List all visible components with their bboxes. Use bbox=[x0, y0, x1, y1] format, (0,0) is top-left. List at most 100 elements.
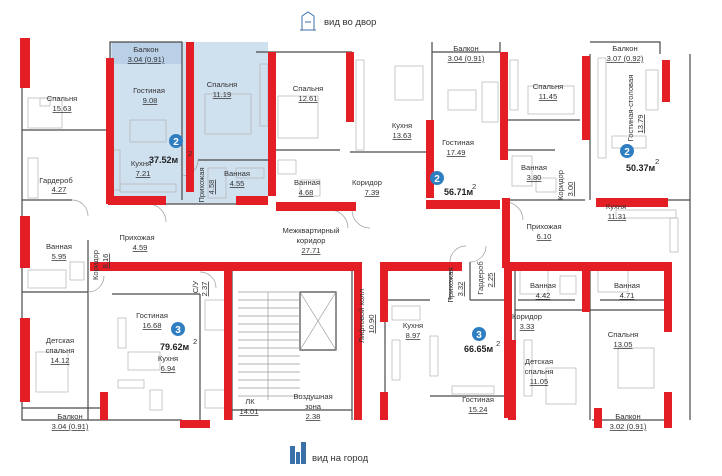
room-area: 10.90 bbox=[367, 314, 376, 333]
room-name: Балкон bbox=[612, 44, 637, 53]
room-name: Кухня bbox=[403, 321, 423, 330]
load-bearing-walls bbox=[20, 38, 672, 428]
room-area: 3.80 bbox=[527, 173, 542, 182]
svg-text:2: 2 bbox=[624, 147, 630, 158]
room-area: 11.05 bbox=[530, 377, 548, 386]
svg-text:2: 2 bbox=[472, 182, 476, 191]
room-name: зона bbox=[305, 402, 322, 411]
unit-badge-1: 2 37.52м 2 bbox=[149, 134, 192, 165]
room-name: Спальня bbox=[608, 330, 639, 339]
room-name: коридор bbox=[297, 236, 326, 245]
room-name: Прихожая bbox=[119, 233, 154, 242]
tower-icon bbox=[300, 11, 316, 31]
room-area: 13.05 bbox=[613, 340, 632, 349]
room-name: Гардероб bbox=[39, 176, 73, 185]
svg-text:50.37м: 50.37м bbox=[626, 163, 656, 173]
room-name: Прихожая bbox=[526, 222, 561, 231]
room-name: Прихожая bbox=[446, 267, 455, 302]
room-area: 4.58 bbox=[207, 180, 216, 195]
room-area: 4.71 bbox=[620, 291, 635, 300]
svg-text:2: 2 bbox=[655, 157, 659, 166]
room-area: 16.68 bbox=[142, 321, 161, 330]
room-name: Спальня bbox=[47, 94, 78, 103]
room-name: Межквартирный bbox=[282, 226, 339, 235]
room-name: Лифтовой холл bbox=[357, 289, 366, 343]
room-area: 6.10 bbox=[537, 232, 552, 241]
room-name: спальня bbox=[525, 367, 554, 376]
room-name: Балкон bbox=[615, 412, 640, 421]
svg-text:2: 2 bbox=[496, 339, 500, 348]
room-name: Ванная bbox=[521, 163, 547, 172]
room-area: 3.04 (0.91) bbox=[52, 422, 89, 431]
room-name: Коридор bbox=[556, 170, 565, 200]
room-area: 12.61 bbox=[298, 94, 317, 103]
room-area: 9.08 bbox=[143, 96, 158, 105]
room-name: Гостиная bbox=[462, 395, 494, 404]
room-area: 14.01 bbox=[239, 407, 258, 416]
room-name: Ванная bbox=[614, 281, 640, 290]
svg-text:3: 3 bbox=[476, 330, 482, 341]
room-name: Спальня bbox=[207, 80, 238, 89]
room-name: Кухня bbox=[158, 354, 178, 363]
city-buildings-icon bbox=[290, 442, 306, 464]
room-area: 27.71 bbox=[301, 246, 320, 255]
vertical-room-labels: Прихожая 4.58 Коридор 3.00 Гостиная-стол… bbox=[91, 75, 645, 343]
room-area: 17.49 bbox=[446, 148, 465, 157]
unit-badge-4: 3 79.62м 2 bbox=[160, 322, 197, 352]
direction-top-label: вид во двор bbox=[324, 17, 376, 28]
svg-text:2: 2 bbox=[173, 137, 179, 148]
room-name: Ванная bbox=[294, 178, 320, 187]
staircase bbox=[238, 291, 300, 400]
room-name: Спальня bbox=[293, 84, 324, 93]
room-name: Кухня bbox=[606, 202, 626, 211]
room-area: 13.79 bbox=[636, 114, 645, 133]
room-area: 11.19 bbox=[213, 90, 231, 99]
unit-badge-5: 3 66.65м 2 bbox=[464, 327, 500, 354]
room-area: 3.04 (0.91) bbox=[128, 55, 165, 64]
room-labels: Спальня 15.63 Гардероб 4.27 Балкон 3.04 … bbox=[39, 44, 647, 431]
svg-text:3: 3 bbox=[175, 325, 181, 336]
unit-badge-3: 2 50.37м 2 bbox=[620, 144, 659, 173]
room-name: Детская bbox=[525, 357, 553, 366]
room-area: 7.39 bbox=[365, 188, 380, 197]
room-name: С/У bbox=[191, 281, 200, 294]
room-area: 2.37 bbox=[200, 282, 209, 297]
room-name: Кухня bbox=[131, 159, 151, 168]
room-name: Ванная bbox=[46, 242, 72, 251]
room-name: ЛК bbox=[245, 397, 255, 406]
room-name: Детская bbox=[46, 336, 74, 345]
room-area: 2.38 bbox=[306, 412, 321, 421]
room-name: Коридор bbox=[91, 250, 100, 280]
room-name: Ванная bbox=[224, 169, 250, 178]
room-area: 11.45 bbox=[539, 92, 557, 101]
room-area: 3.02 (0.91) bbox=[610, 422, 647, 431]
svg-text:79.62м: 79.62м bbox=[160, 342, 190, 352]
room-name: Коридор bbox=[512, 312, 542, 321]
room-name: спальня bbox=[46, 346, 75, 355]
room-area: 4.27 bbox=[52, 185, 67, 194]
svg-text:56.71м: 56.71м bbox=[444, 187, 474, 197]
room-name: Гостиная bbox=[133, 86, 165, 95]
room-name: Гостиная-столовая bbox=[626, 75, 635, 142]
room-area: 4.55 bbox=[230, 179, 245, 188]
room-name: Воздушная bbox=[293, 392, 332, 401]
room-name: Спальня bbox=[533, 82, 564, 91]
unit-badge-2: 2 56.71м 2 bbox=[430, 171, 476, 197]
room-area: 13.63 bbox=[392, 131, 411, 140]
room-area: 11.31 bbox=[608, 212, 626, 221]
room-area: 6.94 bbox=[161, 364, 176, 373]
room-area: 14.12 bbox=[50, 356, 69, 365]
room-name: Ванная bbox=[530, 281, 556, 290]
room-name: Балкон bbox=[57, 412, 82, 421]
room-area: 4.68 bbox=[299, 188, 314, 197]
room-area: 4.59 bbox=[133, 243, 148, 252]
svg-text:2: 2 bbox=[434, 174, 440, 185]
room-area: 8.97 bbox=[406, 331, 421, 340]
room-name: Гардероб bbox=[476, 261, 485, 295]
svg-text:37.52м: 37.52м bbox=[149, 155, 179, 165]
furniture bbox=[27, 57, 679, 411]
room-name: Балкон bbox=[453, 44, 478, 53]
room-area: 3.32 bbox=[456, 282, 465, 297]
svg-text:2: 2 bbox=[188, 149, 192, 158]
